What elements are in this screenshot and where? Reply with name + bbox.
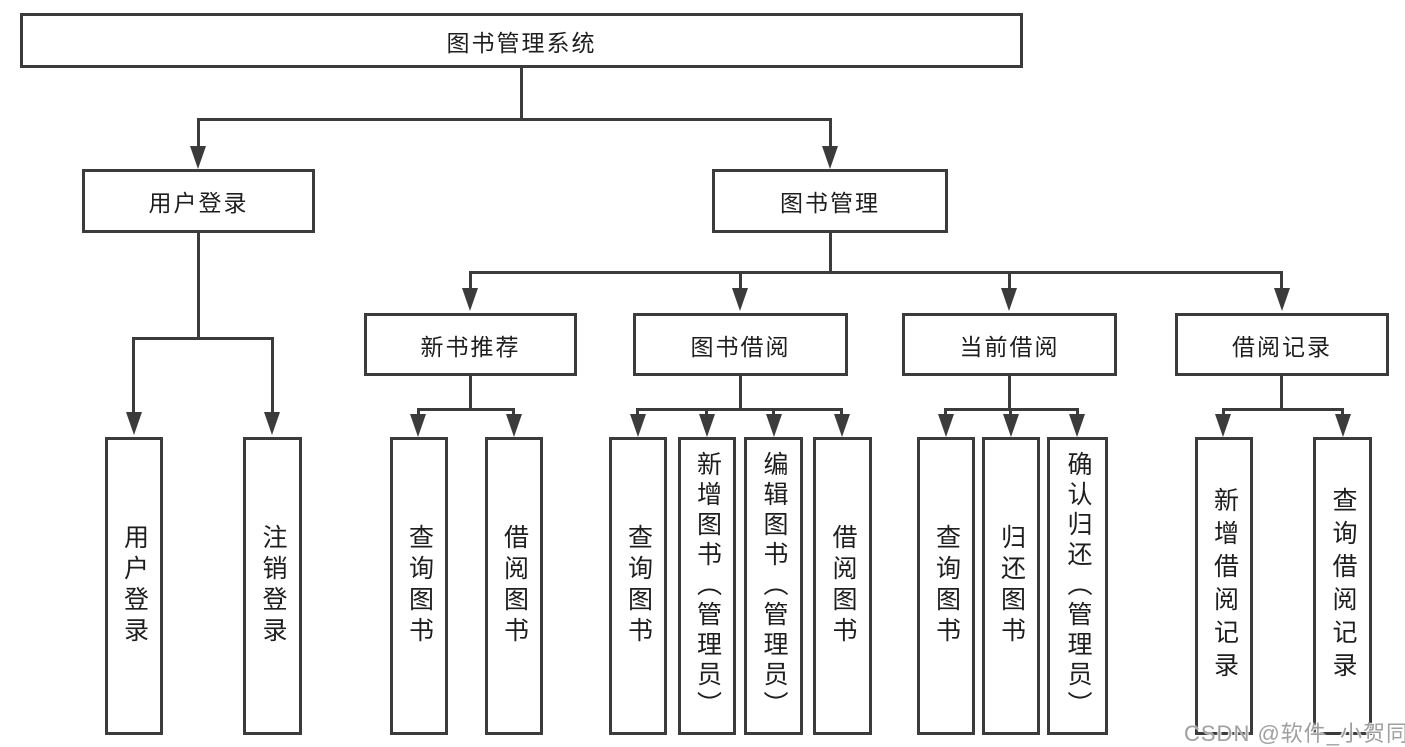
- leaf-query-books-recommend: 查询图书: [390, 437, 448, 735]
- leaf-confirm-return-admin: 确认归还（管理员）: [1047, 437, 1108, 735]
- leaf-query-borrow-record: 查询借阅记录: [1313, 437, 1372, 735]
- leaf-logout: 注销登录: [243, 437, 302, 735]
- connector-vline: [1341, 411, 1344, 416]
- connector-vline: [1222, 411, 1225, 416]
- leaf-label: 借阅图书: [829, 524, 857, 648]
- leaf-add-borrow-record: 新增借阅记录: [1195, 437, 1253, 735]
- connector-vline: [1008, 274, 1011, 290]
- arrowhead-down-icon: [1215, 414, 1231, 437]
- connector-vline: [417, 411, 420, 416]
- arrowhead-down-icon: [834, 414, 850, 437]
- connector-vline: [197, 233, 200, 337]
- connector-hline: [469, 271, 1283, 274]
- arrowhead-down-icon: [1274, 288, 1290, 311]
- connector-vline: [512, 411, 515, 416]
- arrowhead-down-icon: [822, 146, 838, 169]
- arrowhead-down-icon: [630, 414, 646, 437]
- connector-hline: [132, 337, 274, 340]
- connector-hline: [636, 408, 843, 411]
- leaf-label: 借阅图书: [500, 524, 529, 648]
- connector-hline: [197, 118, 832, 121]
- arrowhead-down-icon: [506, 414, 522, 437]
- leaf-label: 查询图书: [932, 524, 961, 648]
- connector-vline: [469, 274, 472, 290]
- connector-vline: [829, 233, 832, 274]
- arrowhead-down-icon: [766, 414, 782, 437]
- node-library-system: 图书管理系统: [20, 13, 1023, 68]
- connector-vline: [772, 411, 775, 416]
- leaf-label: 查询图书: [405, 524, 434, 648]
- leaf-label: 编辑图书（管理员）: [760, 451, 788, 721]
- connector-vline: [1008, 376, 1011, 411]
- node-label: 图书借阅: [690, 333, 791, 360]
- connector-vline: [1076, 411, 1079, 416]
- connector-vline: [739, 376, 742, 411]
- leaf-borrow-books-borrow: 借阅图书: [813, 437, 872, 735]
- node-label: 用户登录: [148, 190, 249, 216]
- leaf-label: 归还图书: [997, 524, 1026, 648]
- connector-vline: [1280, 274, 1283, 290]
- node-label: 图书管理: [780, 190, 880, 216]
- arrowhead-down-icon: [126, 412, 142, 435]
- arrowhead-down-icon: [462, 288, 478, 311]
- node-label: 借阅记录: [1232, 333, 1332, 360]
- leaf-user-login: 用户登录: [105, 437, 163, 735]
- node-label: 新书推荐: [420, 333, 521, 360]
- leaf-return-book: 归还图书: [982, 437, 1040, 735]
- leaf-borrow-books-recommend: 借阅图书: [485, 437, 543, 735]
- node-user-login: 用户登录: [82, 169, 315, 233]
- arrowhead-down-icon: [190, 146, 206, 169]
- leaf-label: 查询借阅记录: [1329, 487, 1357, 685]
- leaf-label: 查询图书: [624, 524, 653, 648]
- arrowhead-down-icon: [410, 414, 426, 437]
- leaf-label: 确认归还（管理员）: [1064, 451, 1092, 721]
- arrowhead-down-icon: [699, 414, 715, 437]
- connector-hline: [944, 408, 1079, 411]
- connector-hline: [417, 408, 515, 411]
- node-label: 当前借阅: [959, 333, 1060, 360]
- node-current-borrow: 当前借阅: [902, 313, 1117, 376]
- node-label: 图书管理系统: [446, 29, 597, 56]
- node-borrow-records: 借阅记录: [1175, 313, 1389, 376]
- connector-vline: [469, 376, 472, 411]
- connector-vline: [705, 411, 708, 416]
- connector-vline: [520, 68, 523, 118]
- node-book-borrow: 图书借阅: [633, 313, 848, 376]
- leaf-label: 新增图书（管理员）: [693, 451, 722, 721]
- connector-vline: [840, 411, 843, 416]
- connector-vline: [1280, 376, 1283, 411]
- arrowhead-down-icon: [938, 414, 954, 437]
- connector-vline: [197, 121, 200, 149]
- connector-vline: [944, 411, 947, 416]
- connector-vline: [132, 340, 135, 414]
- arrowhead-down-icon: [1069, 414, 1085, 437]
- leaf-label: 注销登录: [259, 524, 287, 648]
- leaf-query-books-borrow: 查询图书: [609, 437, 667, 735]
- connector-vline: [636, 411, 639, 416]
- leaf-add-book-admin: 新增图书（管理员）: [678, 437, 736, 735]
- connector-vline: [739, 274, 742, 290]
- arrowhead-down-icon: [732, 288, 748, 311]
- leaf-label: 用户登录: [120, 524, 149, 648]
- connector-vline: [829, 121, 832, 149]
- leaf-edit-book-admin: 编辑图书（管理员）: [744, 437, 803, 735]
- leaf-query-books-current: 查询图书: [917, 437, 975, 735]
- node-book-management: 图书管理: [712, 169, 948, 233]
- csdn-watermark: CSDN @软件_小贺同学: [1184, 721, 1405, 746]
- node-new-book-recommend: 新书推荐: [364, 313, 577, 376]
- arrowhead-down-icon: [1003, 414, 1019, 437]
- leaf-label: 新增借阅记录: [1210, 487, 1239, 685]
- connector-vline: [1009, 411, 1012, 416]
- arrowhead-down-icon: [264, 412, 280, 435]
- arrowhead-down-icon: [1335, 414, 1351, 437]
- connector-hline: [1222, 408, 1344, 411]
- arrowhead-down-icon: [1001, 288, 1017, 311]
- connector-vline: [271, 340, 274, 414]
